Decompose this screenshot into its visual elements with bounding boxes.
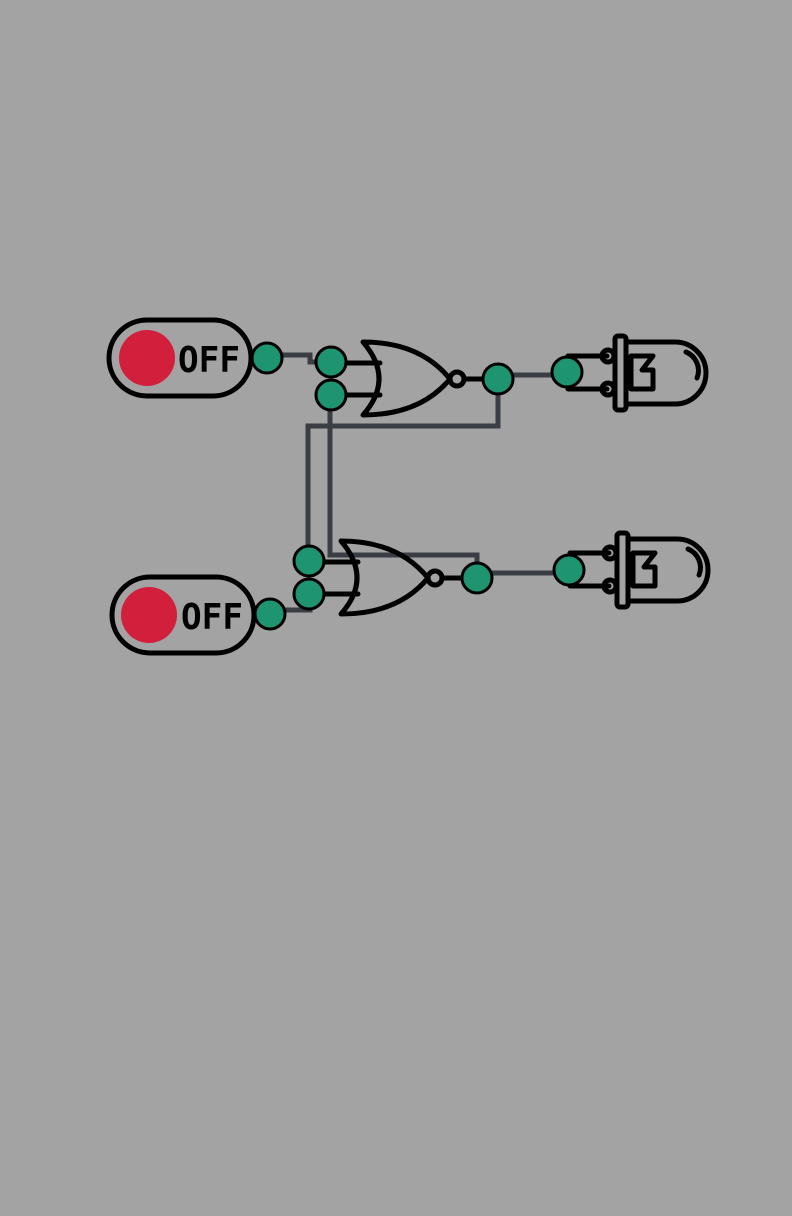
switch-knob xyxy=(119,330,175,386)
switch-label: OFF xyxy=(178,340,240,381)
led-a-icon[interactable] xyxy=(565,333,709,413)
switch-knob xyxy=(121,587,177,643)
nor-a-output-pin[interactable] xyxy=(481,362,515,396)
toggle-switch-b[interactable]: OFF xyxy=(109,574,257,656)
nor-b-input-2-pin[interactable] xyxy=(292,577,326,611)
wire-nor-b-feedback-to-nor-a[interactable] xyxy=(327,395,480,576)
nor-a-input-2-pin[interactable] xyxy=(314,378,348,412)
nor-gate-b[interactable] xyxy=(320,538,466,617)
nor-gate-a[interactable] xyxy=(342,339,488,418)
switch-b-output-pin[interactable] xyxy=(253,597,287,631)
nor-b-input-1-pin[interactable] xyxy=(292,544,326,578)
nor-a-input-1-pin[interactable] xyxy=(314,345,348,379)
led-b-input-pin[interactable] xyxy=(552,553,586,587)
switch-label: OFF xyxy=(181,597,243,638)
led-b-icon[interactable] xyxy=(567,530,711,610)
toggle-switch-a[interactable]: OFF xyxy=(106,317,254,399)
nor-b-output-pin[interactable] xyxy=(460,561,494,595)
connection-pins xyxy=(250,341,586,631)
led-a-input-pin[interactable] xyxy=(550,355,584,389)
switch-a-output-pin[interactable] xyxy=(250,341,284,375)
wire-nor-a-feedback-to-nor-b[interactable] xyxy=(305,380,501,561)
